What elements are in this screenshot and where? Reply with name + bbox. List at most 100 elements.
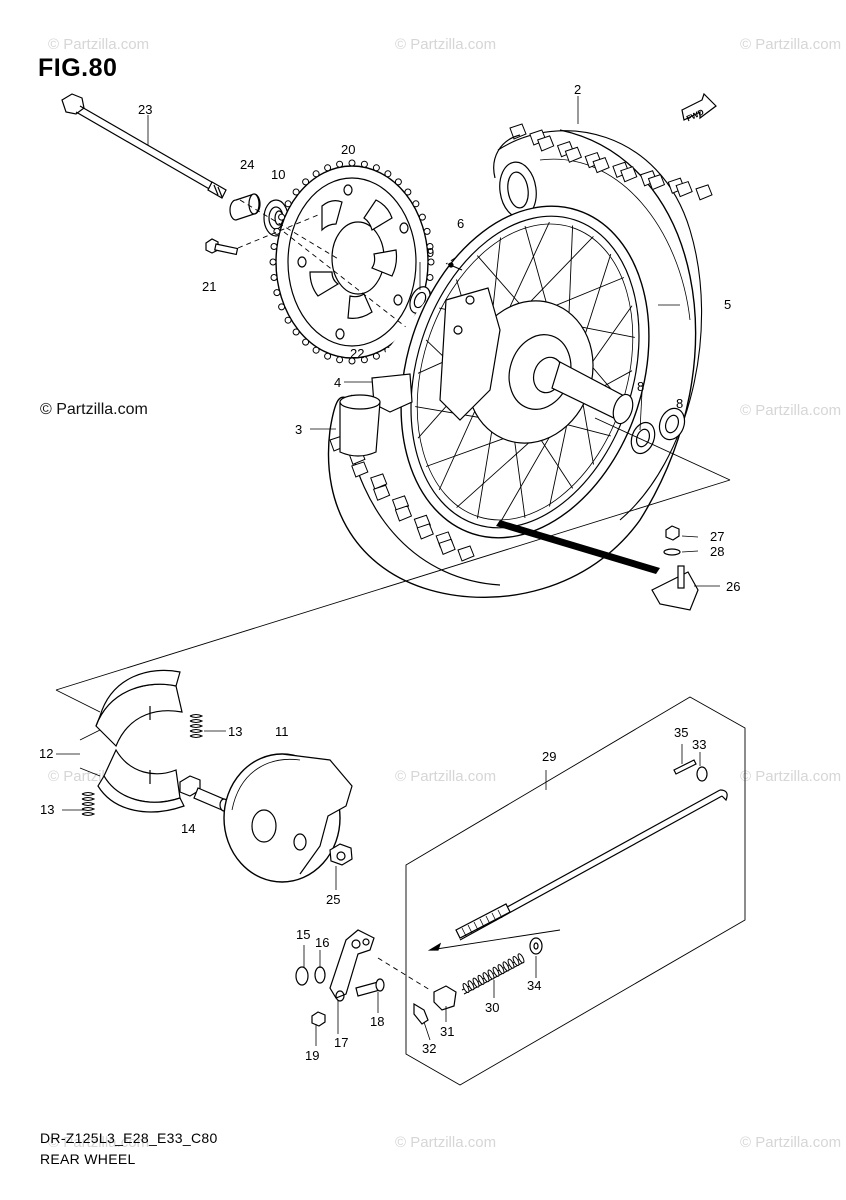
part-number-27[interactable]: 27 bbox=[710, 529, 724, 544]
brake-cam-lever[interactable] bbox=[329, 929, 375, 1002]
brake-panel[interactable] bbox=[223, 753, 353, 883]
part-number-8[interactable]: 8 bbox=[676, 396, 683, 411]
sprocket-tooth bbox=[292, 328, 300, 336]
lever-nut[interactable] bbox=[311, 1011, 326, 1027]
spring-coil bbox=[512, 955, 520, 967]
lever-bolt[interactable] bbox=[355, 978, 385, 997]
adjuster-nut[interactable] bbox=[665, 525, 680, 541]
tread-block bbox=[564, 146, 583, 163]
tread-block bbox=[537, 135, 555, 152]
rod-joint[interactable] bbox=[433, 985, 457, 1011]
part-number-18[interactable]: 18 bbox=[370, 1014, 384, 1029]
sprocket-tooth bbox=[336, 356, 344, 364]
part-number-11[interactable]: 11 bbox=[275, 724, 289, 739]
rod-pin[interactable] bbox=[673, 759, 697, 775]
part-number-34[interactable]: 34 bbox=[527, 978, 541, 993]
part-number-29[interactable]: 29 bbox=[542, 749, 556, 764]
brake-shoes[interactable] bbox=[95, 669, 185, 813]
watermark: © Partzilla.com bbox=[740, 402, 842, 419]
brake-rod[interactable] bbox=[455, 789, 728, 941]
sprocket-carrier[interactable] bbox=[439, 287, 501, 421]
right-wheel-bearing[interactable] bbox=[627, 419, 659, 457]
panel-nut[interactable] bbox=[329, 843, 353, 866]
rod-washer[interactable] bbox=[529, 937, 543, 955]
part-number-20[interactable]: 20 bbox=[341, 142, 355, 157]
chain-adjuster[interactable] bbox=[651, 565, 699, 611]
adjuster-washer[interactable] bbox=[663, 548, 681, 556]
part-number-9[interactable]: 9 bbox=[427, 245, 434, 260]
part-number-19[interactable]: 19 bbox=[305, 1048, 319, 1063]
joint-pin[interactable] bbox=[413, 1002, 429, 1025]
inner-tube[interactable] bbox=[493, 134, 540, 220]
part-number-33[interactable]: 33 bbox=[692, 737, 706, 752]
part-number-8[interactable]: 8 bbox=[637, 379, 644, 394]
cam-washer[interactable] bbox=[295, 966, 309, 986]
part-number-16[interactable]: 16 bbox=[315, 935, 329, 950]
figure-title: FIG.80 bbox=[38, 54, 118, 82]
sprocket-tooth bbox=[427, 258, 435, 266]
tread-block bbox=[457, 545, 475, 562]
rim-band[interactable] bbox=[339, 394, 381, 457]
sprocket-tooth bbox=[348, 357, 356, 365]
part-number-35[interactable]: 35 bbox=[674, 725, 688, 740]
part-number-13[interactable]: 13 bbox=[228, 724, 242, 739]
sprocket-tooth bbox=[384, 170, 392, 178]
tread-block bbox=[372, 484, 391, 501]
tread-block bbox=[695, 184, 713, 201]
spring-coil bbox=[462, 982, 470, 994]
shoe-spring-upper[interactable] bbox=[189, 714, 204, 738]
part-number-12[interactable]: 12 bbox=[39, 746, 53, 761]
part-number-23[interactable]: 23 bbox=[138, 102, 152, 117]
sprocket-tooth bbox=[270, 243, 278, 250]
part-number-5[interactable]: 5 bbox=[724, 297, 731, 312]
sprocket-tooth bbox=[312, 170, 320, 178]
part-number-30[interactable]: 30 bbox=[485, 1000, 499, 1015]
part-number-17[interactable]: 17 bbox=[334, 1035, 348, 1050]
diagram-name: REAR WHEEL bbox=[40, 1151, 136, 1167]
model-code: DR-Z125L3_E28_E33_C80 bbox=[40, 1130, 218, 1146]
spoke-nipple[interactable] bbox=[447, 262, 463, 271]
sprocket-tooth bbox=[348, 159, 356, 167]
sprocket-tooth bbox=[270, 274, 278, 281]
part-number-15[interactable]: 15 bbox=[296, 927, 310, 942]
part-number-24[interactable]: 24 bbox=[240, 157, 254, 172]
tread-block bbox=[509, 123, 527, 140]
part-number-2[interactable]: 2 bbox=[574, 82, 581, 97]
sprocket-tooth bbox=[312, 346, 320, 354]
tread-block bbox=[647, 173, 666, 191]
brake-cam-shaft[interactable] bbox=[179, 775, 229, 812]
part-number-31[interactable]: 31 bbox=[440, 1024, 454, 1039]
part-number-10[interactable]: 10 bbox=[271, 167, 285, 182]
rear-axle[interactable] bbox=[61, 93, 227, 199]
rod-spring[interactable] bbox=[461, 953, 525, 995]
spacer-collar[interactable] bbox=[229, 193, 261, 221]
part-number-3[interactable]: 3 bbox=[295, 422, 302, 437]
watermark: © Partzilla.com bbox=[48, 36, 150, 53]
copyright-notice: © Partzilla.com bbox=[40, 401, 148, 418]
part-number-14[interactable]: 14 bbox=[181, 821, 195, 836]
part-number-4[interactable]: 4 bbox=[334, 375, 341, 390]
sprocket-tooth bbox=[360, 160, 368, 168]
part-number-6[interactable]: 6 bbox=[457, 216, 464, 231]
part-number-25[interactable]: 25 bbox=[326, 892, 340, 907]
part-number-28[interactable]: 28 bbox=[710, 544, 724, 559]
watermark: © Partzilla.com bbox=[395, 768, 497, 785]
part-number-22[interactable]: 22 bbox=[350, 346, 364, 361]
rod-clip[interactable] bbox=[696, 766, 708, 782]
sprocket-tooth bbox=[302, 178, 310, 186]
rear-sprocket[interactable] bbox=[269, 159, 435, 365]
shoe-spring-lower[interactable] bbox=[81, 792, 96, 816]
part-number-21[interactable]: 21 bbox=[202, 279, 216, 294]
watermark: © Partzilla.com bbox=[48, 1134, 150, 1151]
forward-arrow-icon: FWD bbox=[681, 92, 717, 123]
cam-seal[interactable] bbox=[314, 966, 326, 984]
spring-coil bbox=[477, 974, 485, 985]
spring-coil bbox=[482, 972, 490, 983]
sprocket-tooth bbox=[360, 356, 368, 364]
right-wheel-bearing-2[interactable] bbox=[655, 405, 688, 443]
part-number-32[interactable]: 32 bbox=[422, 1041, 436, 1056]
sprocket-bolt[interactable] bbox=[205, 238, 239, 256]
spring-coil bbox=[502, 961, 510, 972]
part-number-26[interactable]: 26 bbox=[726, 579, 740, 594]
part-number-13[interactable]: 13 bbox=[40, 802, 54, 817]
